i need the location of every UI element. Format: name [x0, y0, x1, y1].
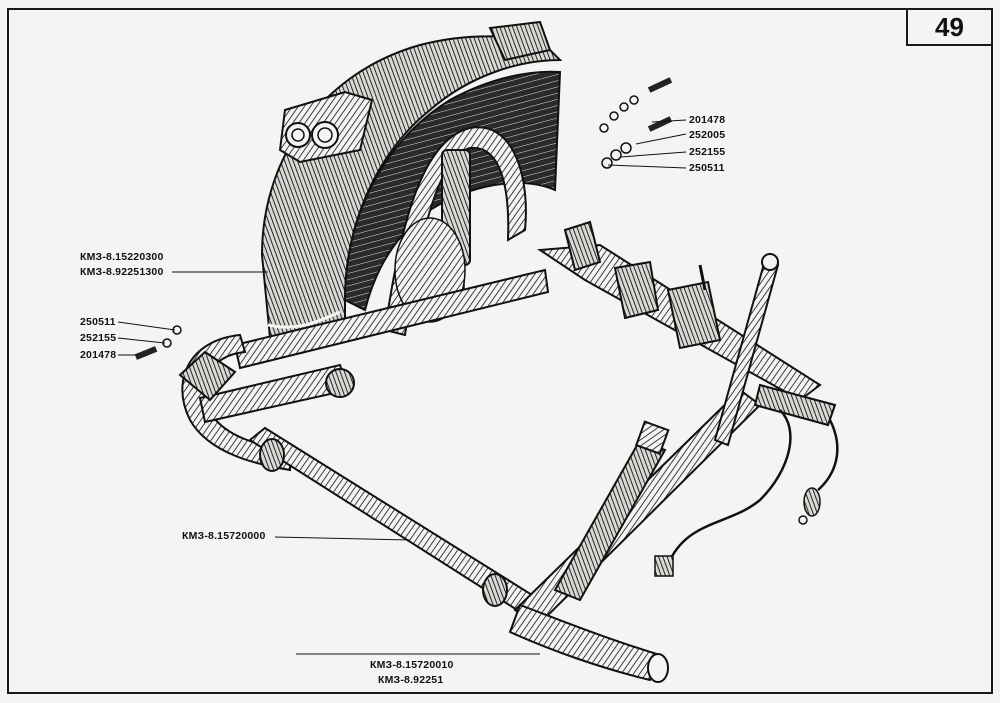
label-top-bolt: 201478 [689, 114, 726, 126]
label-front-tube: КМЗ-8.15720000 [182, 530, 266, 542]
pivot-bushing [325, 368, 355, 398]
rear-reflector [488, 20, 552, 62]
top-fasteners [599, 77, 673, 169]
label-left-bolt: 201478 [80, 349, 117, 361]
label-frame-part: КМЗ-8.15720010 [370, 659, 454, 671]
front-shock [553, 438, 667, 602]
right-pivot-tube [753, 383, 837, 427]
sheet-border [7, 8, 993, 694]
label-fender-part: КМЗ-8.15220300 [80, 251, 164, 263]
footrest [178, 350, 237, 402]
wiring-harness [654, 409, 839, 577]
page-number: 49 [935, 11, 964, 42]
label-fender-assembly: КМЗ-8.92251300 [80, 266, 164, 278]
label-top-washer-b: 252155 [689, 146, 726, 158]
tail-lamp [278, 90, 374, 164]
label-top-washer-a: 252005 [689, 129, 726, 141]
page-number-box: 49 [906, 8, 993, 46]
label-frame-assembly: КМЗ-8.92251 [378, 674, 444, 686]
front-nose-tube [508, 603, 662, 682]
label-left-washer: 252155 [80, 332, 117, 344]
label-top-nut: 250511 [689, 162, 725, 174]
leader-lines [117, 119, 687, 655]
rear-cross-tube [233, 268, 550, 370]
label-left-nut: 250511 [80, 316, 116, 328]
